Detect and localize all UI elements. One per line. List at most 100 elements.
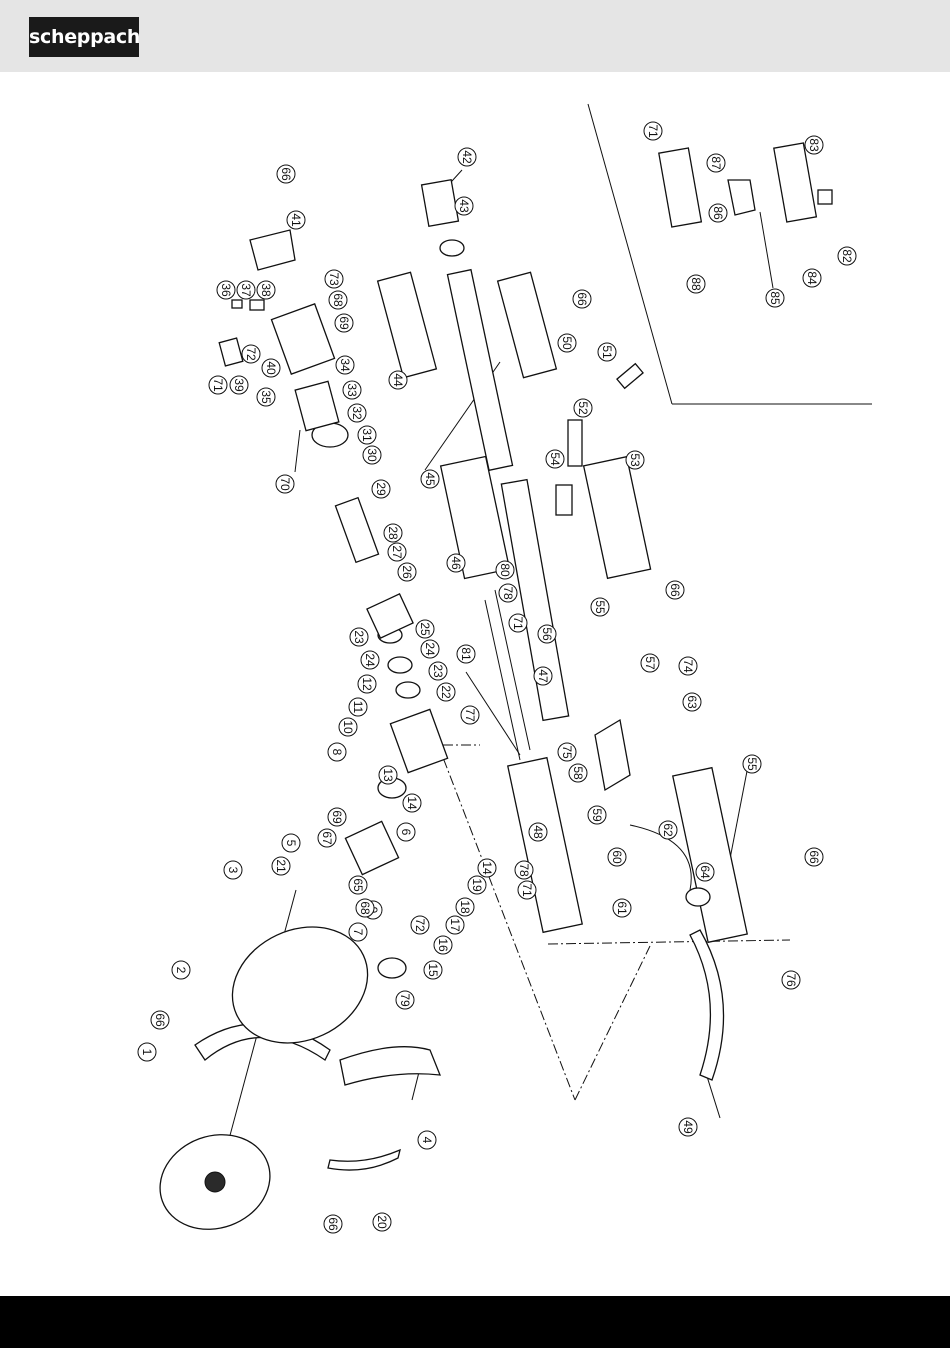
- callout-47: 47: [533, 666, 553, 686]
- stator: [294, 380, 340, 432]
- mount-plate: [366, 593, 414, 639]
- callout-label: 25: [418, 622, 432, 636]
- grip-half-50: [496, 271, 558, 379]
- callout-label: 15: [426, 963, 440, 977]
- callout-49: 49: [678, 1117, 698, 1137]
- callout-88: 88: [686, 274, 706, 294]
- callout-label: 44: [391, 373, 405, 387]
- callout-58: 58: [568, 763, 588, 783]
- callout-label: 84: [805, 271, 819, 285]
- callout-label: 86: [711, 206, 725, 220]
- callout-label: 3: [226, 867, 240, 874]
- callout-label: 72: [244, 347, 258, 361]
- parts: [159, 142, 833, 1230]
- callout-56: 56: [537, 624, 557, 644]
- callout-label: 17: [448, 918, 462, 932]
- callout-34: 34: [335, 355, 355, 375]
- rotor: [334, 496, 380, 564]
- callout-4: 4: [417, 1130, 437, 1150]
- callout-label: 4: [420, 1137, 434, 1144]
- callout-37: 37: [236, 280, 256, 300]
- callout-label: 82: [840, 249, 854, 263]
- callout-62: 62: [658, 820, 678, 840]
- callout-20: 20: [372, 1212, 392, 1232]
- callout-40: 40: [261, 358, 281, 378]
- callout-label: 19: [470, 878, 484, 892]
- callout-69b: 69: [327, 807, 347, 827]
- callout-48: 48: [528, 822, 548, 842]
- callout-5: 5: [281, 833, 301, 853]
- callout-label: 56: [540, 627, 554, 641]
- callout-label: 67: [320, 831, 334, 845]
- callout-label: 81: [459, 647, 473, 661]
- callout-66b: 66: [572, 289, 592, 309]
- callout-label: 35: [259, 390, 273, 404]
- callout-36: 36: [216, 280, 236, 300]
- callout-78b: 78: [514, 860, 534, 880]
- joint-57: [594, 718, 631, 792]
- callout-54: 54: [545, 449, 565, 469]
- rod-47: [494, 589, 531, 751]
- callout-57: 57: [640, 653, 660, 673]
- callout-23b: 23: [349, 627, 369, 647]
- callout-label: 71: [511, 616, 525, 630]
- callout-label: 32: [350, 406, 364, 420]
- callout-label: 39: [232, 378, 246, 392]
- callout-30: 30: [362, 445, 382, 465]
- callout-10: 10: [338, 717, 358, 737]
- callout-67: 67: [317, 828, 337, 848]
- callout-label: 68: [358, 901, 372, 915]
- callout-label: 24: [363, 653, 377, 667]
- callout-label: 51: [600, 345, 614, 359]
- callout-71c: 71: [517, 880, 537, 900]
- callout-72b: 72: [410, 915, 430, 935]
- rear-handle: [376, 271, 438, 379]
- callout-label: 41: [289, 213, 303, 227]
- callout-63: 63: [682, 692, 702, 712]
- callout-28: 28: [383, 523, 403, 543]
- callout-label: 52: [576, 401, 590, 415]
- callout-66a: 66: [276, 164, 296, 184]
- motor-housing: [270, 303, 336, 375]
- callout-label: 10: [341, 720, 355, 734]
- callout-3: 3: [223, 860, 243, 880]
- callout-label: 31: [360, 428, 374, 442]
- inset-frame: [587, 103, 872, 405]
- callout-50: 50: [557, 333, 577, 353]
- exploded-parts-diagram: 1 2 3 4 5 6 7 8 9 10 11 12 13 14 14 15 1…: [137, 103, 872, 1234]
- callout-64: 64: [695, 862, 715, 882]
- callout-66c: 66: [665, 580, 685, 600]
- callout-label: 83: [807, 138, 821, 152]
- callout-65: 65: [348, 875, 368, 895]
- callout-label: 54: [548, 452, 562, 466]
- callout-label: 73: [327, 272, 341, 286]
- callout-84: 84: [802, 268, 822, 288]
- callout-label: 71: [646, 124, 660, 138]
- callout-74: 74: [678, 656, 698, 676]
- callout-label: 45: [423, 472, 437, 486]
- callout-label: 14: [405, 796, 419, 810]
- bracket-48: [506, 756, 584, 934]
- callout-41: 41: [286, 210, 306, 230]
- callout-44: 44: [388, 370, 408, 390]
- callout-label: 70: [278, 477, 292, 491]
- callout-71d: 71: [643, 121, 663, 141]
- callout-label: 76: [784, 973, 798, 987]
- callout-label: 16: [436, 938, 450, 952]
- callout-label: 50: [560, 336, 574, 350]
- housing-half-53: [582, 455, 652, 580]
- callout-label: 71: [211, 378, 225, 392]
- callout-76: 76: [781, 970, 801, 990]
- callout-label: 66: [807, 850, 821, 864]
- callout-label: 36: [219, 283, 233, 297]
- callout-label: 14: [480, 861, 494, 875]
- callout-24: 24: [420, 639, 440, 659]
- inset-cable-87: [727, 179, 756, 216]
- callout-75: 75: [557, 742, 577, 762]
- callout-label: 7: [351, 929, 365, 936]
- callout-61: 61: [612, 898, 632, 918]
- outer-tube: [500, 478, 570, 722]
- callout-label: 69: [330, 810, 344, 824]
- callout-14: 14: [402, 793, 422, 813]
- callout-label: 47: [536, 669, 550, 683]
